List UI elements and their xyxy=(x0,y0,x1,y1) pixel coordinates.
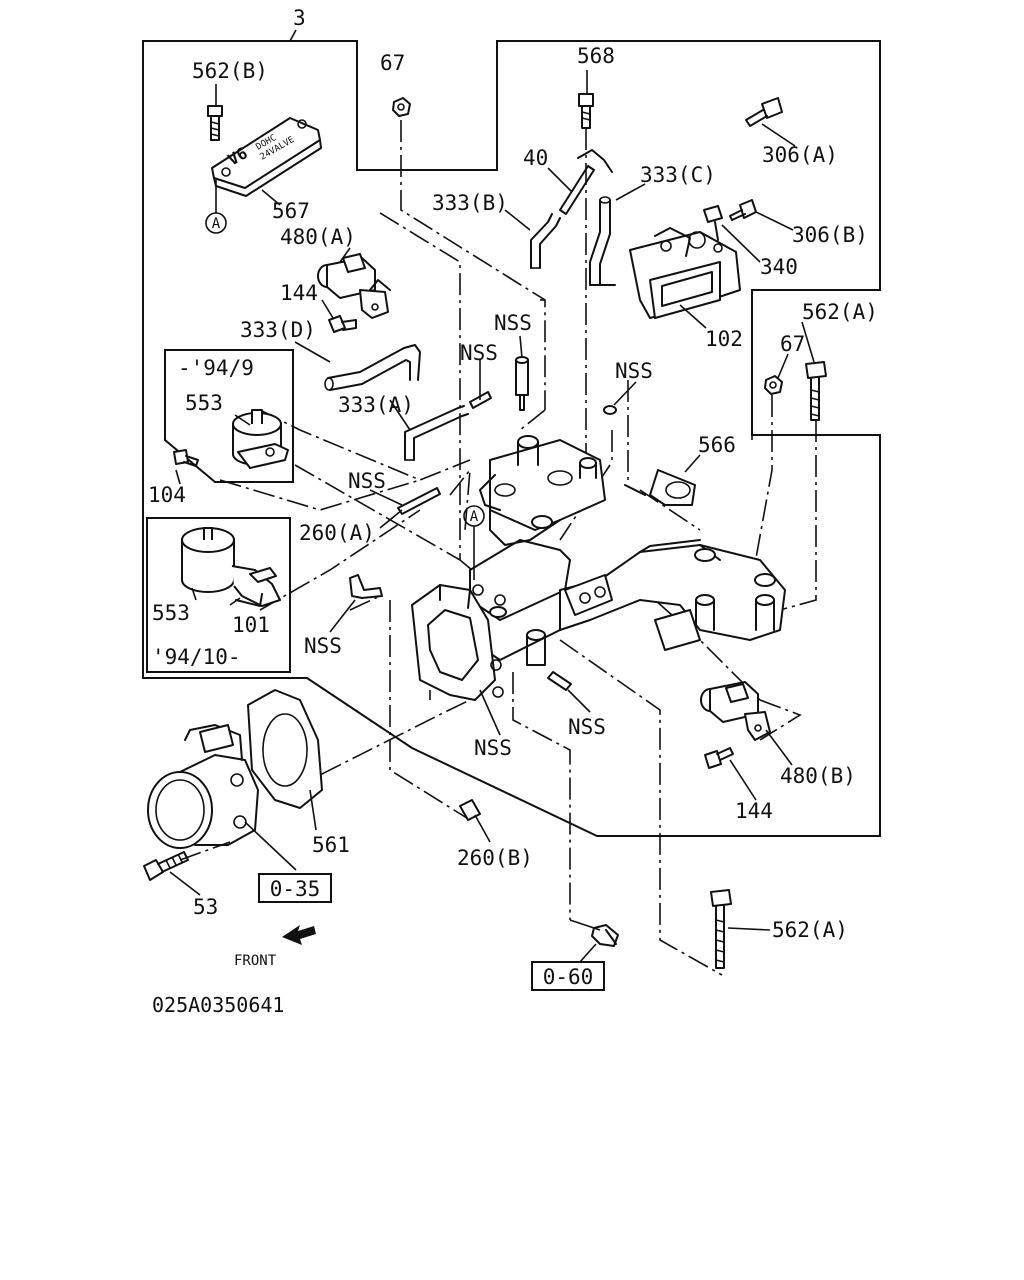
nss-label-5: NSS xyxy=(304,634,342,658)
ref-box-0-60: 0-60 xyxy=(531,961,605,991)
nut-67-top xyxy=(392,97,411,117)
callout-333a: 333(A) xyxy=(338,393,414,417)
ref-box-0-35-label: 0-35 xyxy=(270,877,321,901)
bolt-144-top xyxy=(328,315,357,333)
front-arrow-icon xyxy=(282,925,316,945)
callout-568: 568 xyxy=(577,44,615,68)
vsv-553-late xyxy=(181,527,281,607)
callout-67-top: 67 xyxy=(380,51,405,75)
intake-manifold xyxy=(469,435,786,666)
callout-3: 3 xyxy=(293,6,306,30)
pipe-40 xyxy=(559,149,613,215)
nss-label-7: NSS xyxy=(474,736,512,760)
bolt-562b xyxy=(207,105,223,141)
bolt-306a xyxy=(745,97,783,127)
marker-a-top-label: A xyxy=(212,216,221,232)
hose-333a xyxy=(404,405,469,461)
callout-562a-right: 562(A) xyxy=(802,300,878,324)
hose-333b xyxy=(530,213,561,269)
callout-102: 102 xyxy=(705,327,743,351)
nss-label-3: NSS xyxy=(615,359,653,383)
hose-333d xyxy=(324,344,421,391)
bolt-144-bottom xyxy=(704,747,734,769)
callout-562b: 562(B) xyxy=(192,59,268,83)
callout-40: 40 xyxy=(523,146,548,170)
leader-lines xyxy=(169,70,815,963)
marker-a-center: A xyxy=(463,505,485,580)
inset-late-range: '94/10- xyxy=(152,645,241,669)
drawing-code: 025A0350641 xyxy=(152,993,284,1017)
nss-label-6: NSS xyxy=(568,715,606,739)
gasket-561 xyxy=(247,689,323,809)
callout-104: 104 xyxy=(148,483,186,507)
callout-67-right: 67 xyxy=(780,332,805,356)
callout-566: 566 xyxy=(698,433,736,457)
nss-label-1: NSS xyxy=(494,311,532,335)
valve-cover-567: V6 DOHC 24VALVE xyxy=(211,117,322,197)
egr-valve-102 xyxy=(629,205,741,319)
callout-144-bottom: 144 xyxy=(735,799,773,823)
nss-ring-3 xyxy=(603,405,617,415)
callout-260b: 260(B) xyxy=(457,846,533,870)
inset-early-frame xyxy=(164,349,294,483)
bolt-562a-right xyxy=(805,361,827,421)
callout-567: 567 xyxy=(272,199,310,223)
callout-306a: 306(A) xyxy=(762,143,838,167)
callout-480b: 480(B) xyxy=(780,764,856,788)
bolt-562a-bottom xyxy=(710,889,732,969)
solenoid-480b xyxy=(700,681,771,741)
ref-box-0-35: 0-35 xyxy=(258,873,332,903)
bolt-53 xyxy=(143,851,189,881)
bolt-568 xyxy=(578,93,594,129)
marker-a-center-label: A xyxy=(470,509,479,525)
callout-260a: 260(A) xyxy=(299,521,375,545)
throttle-body xyxy=(147,724,259,849)
nss-fitting-1 xyxy=(515,356,529,411)
callout-306b: 306(B) xyxy=(792,223,868,247)
throttle-flange xyxy=(411,584,504,701)
inset-early-range: -'94/9 xyxy=(178,356,254,380)
callout-561: 561 xyxy=(312,833,350,857)
solenoid-480a xyxy=(317,253,391,319)
marker-a-top: A xyxy=(205,180,227,234)
vsv-553-early xyxy=(232,409,289,469)
nss-label-2: NSS xyxy=(460,341,498,365)
callout-333d: 333(D) xyxy=(240,318,316,342)
callout-562a-bottom: 562(A) xyxy=(772,918,848,942)
bolt-104 xyxy=(173,449,199,467)
nss-pin-6 xyxy=(547,671,572,691)
ref-box-0-60-label: 0-60 xyxy=(543,965,594,989)
nss-elbow-5 xyxy=(349,574,383,599)
callout-144-top: 144 xyxy=(280,281,318,305)
callout-553-inset: 553 xyxy=(152,601,190,625)
nss-label-4: NSS xyxy=(348,469,386,493)
nut-67-right xyxy=(764,375,783,395)
front-label: FRONT xyxy=(234,953,277,969)
callout-480a: 480(A) xyxy=(280,225,356,249)
callout-553-top: 553 xyxy=(185,391,223,415)
callout-333c: 333(C) xyxy=(640,163,716,187)
callout-333b: 333(B) xyxy=(432,191,508,215)
bolt-306b xyxy=(729,199,757,221)
callout-340: 340 xyxy=(760,255,798,279)
callout-101: 101 xyxy=(232,613,270,637)
callout-53: 53 xyxy=(193,895,218,919)
nss-pipe-2 xyxy=(469,391,492,409)
inset-late-frame xyxy=(146,517,291,673)
hose-333c xyxy=(589,196,616,286)
